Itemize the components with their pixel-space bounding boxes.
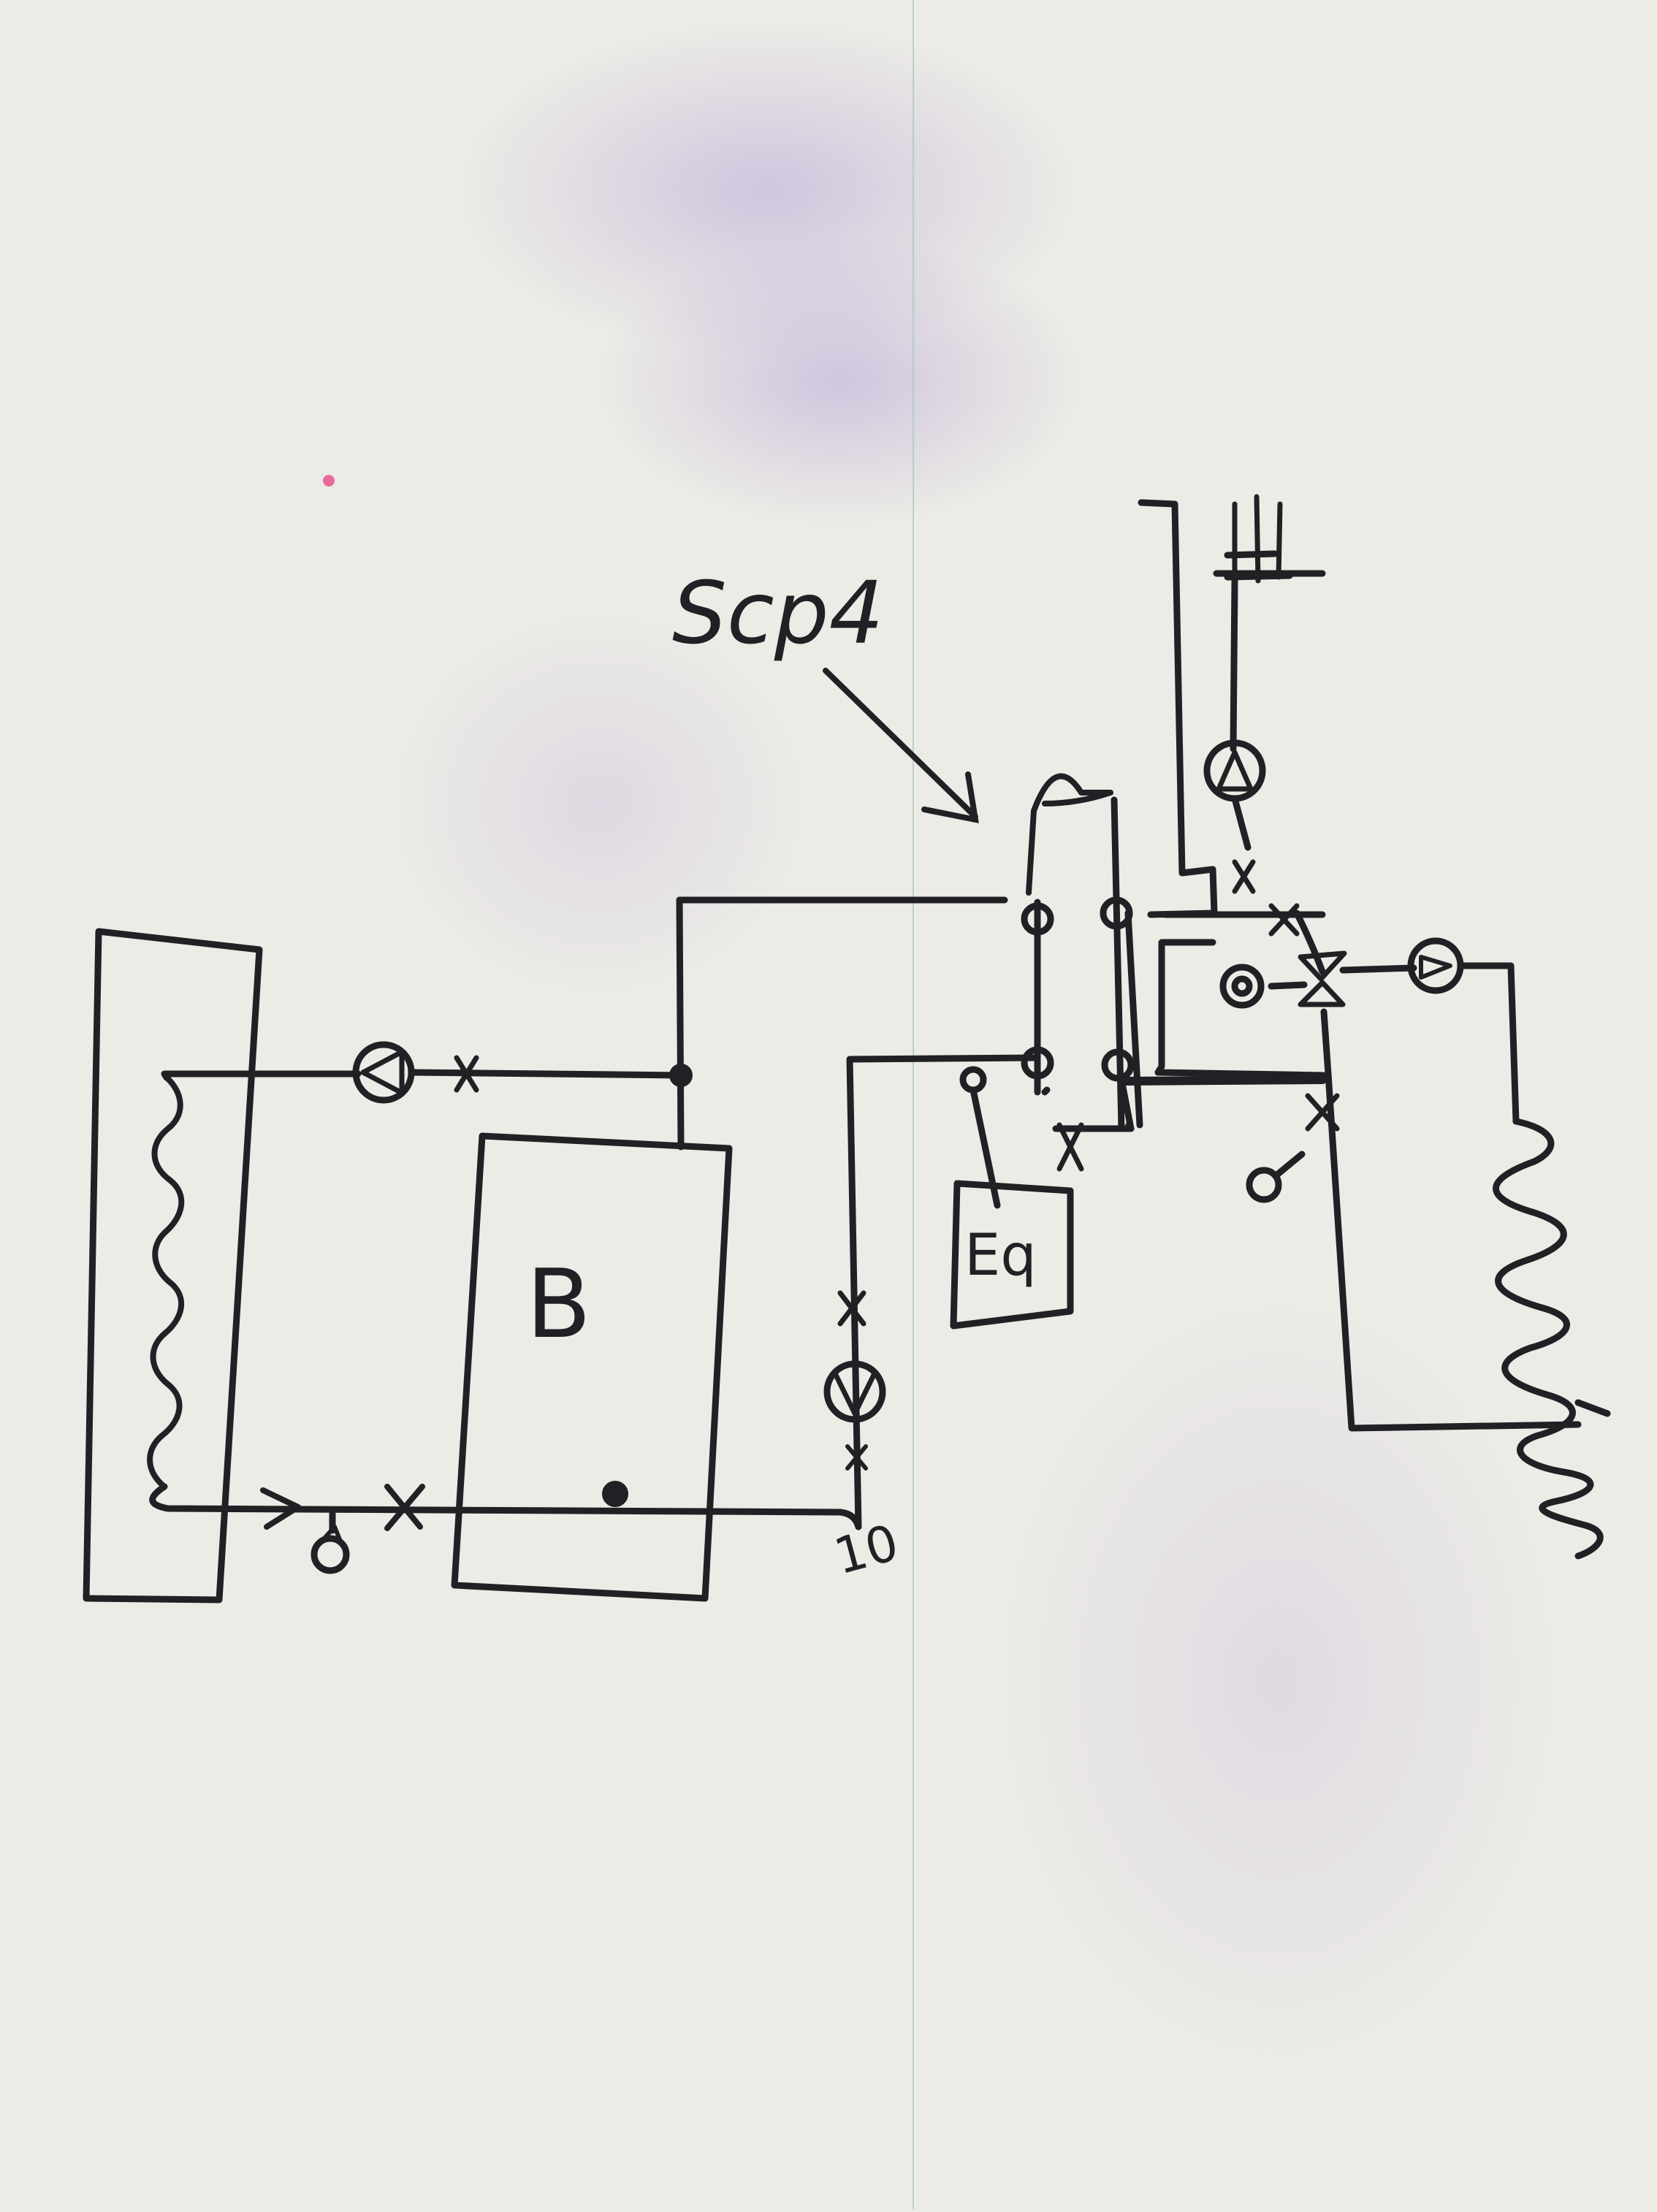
mixing-valve-icon xyxy=(1298,950,1347,1007)
safety-valve-icon xyxy=(1246,1151,1306,1203)
floor-heating-coil xyxy=(1493,1118,1604,1560)
pipe-junction xyxy=(1101,1048,1135,1082)
valve-icon xyxy=(845,1444,868,1471)
collector-panel xyxy=(83,928,263,1603)
collector-supply-pipe xyxy=(149,1483,862,1530)
pipe-junction xyxy=(602,1481,628,1507)
thermometer-icon xyxy=(1219,964,1265,1009)
valve-icon xyxy=(837,1290,866,1327)
mixer-return-pipe xyxy=(1154,1069,1327,1079)
pink-dot xyxy=(323,475,335,487)
valve-icon xyxy=(1232,859,1256,894)
air-vent-icon xyxy=(1026,773,1113,896)
flow-arrow xyxy=(260,1487,301,1530)
pipe-junction xyxy=(1021,902,1054,936)
mixer-out-pipe xyxy=(1339,964,1417,974)
ink-drawing xyxy=(83,494,1611,1603)
heating-supply-pipe xyxy=(1457,962,1520,1125)
valve-icon xyxy=(454,1055,479,1093)
collector-drop-pipe xyxy=(1230,577,1238,752)
boiler-outline xyxy=(451,1132,733,1602)
mixer-side-pipe xyxy=(1268,981,1308,990)
valve-icon xyxy=(1305,1093,1340,1132)
manifold-pipe-join xyxy=(1041,1086,1051,1096)
valve-icon xyxy=(1056,1122,1084,1172)
collector-coil xyxy=(147,1075,185,1490)
boiler-label: B xyxy=(526,1248,591,1359)
boiler-riser-pipe xyxy=(676,896,685,1151)
expansion-tank-outline xyxy=(950,1180,1074,1330)
valve-icon xyxy=(384,1484,425,1531)
callout-arrow xyxy=(823,668,979,824)
pump-icon xyxy=(823,1360,886,1423)
pipe-junction xyxy=(1021,1046,1054,1080)
pipe-junction xyxy=(669,1064,693,1087)
manifold-inner-pipe xyxy=(1124,909,1143,1129)
expansion-feed-pipe xyxy=(846,1054,1037,1530)
expansion-tank-label: Eq xyxy=(964,1223,1037,1289)
heavy-return-pipe xyxy=(1121,1075,1327,1086)
scp-label: Scp4 xyxy=(672,562,884,663)
ink-stain xyxy=(599,234,1081,526)
valve-icon xyxy=(1268,903,1300,937)
mixer-bypass-pipe xyxy=(1154,939,1216,1076)
ink-stain xyxy=(1001,1300,1556,2060)
pump-down-pipe xyxy=(1231,795,1252,851)
heating-return-pipe xyxy=(1320,1008,1582,1432)
coil-tail xyxy=(1574,1399,1611,1417)
safety-valve-icon xyxy=(311,1510,350,1574)
solar-collector-icon xyxy=(1213,494,1326,584)
pump-to-boiler-pipe xyxy=(408,1069,685,1079)
mixer-feed-curve xyxy=(1293,909,1326,975)
ink-stain xyxy=(395,614,804,994)
